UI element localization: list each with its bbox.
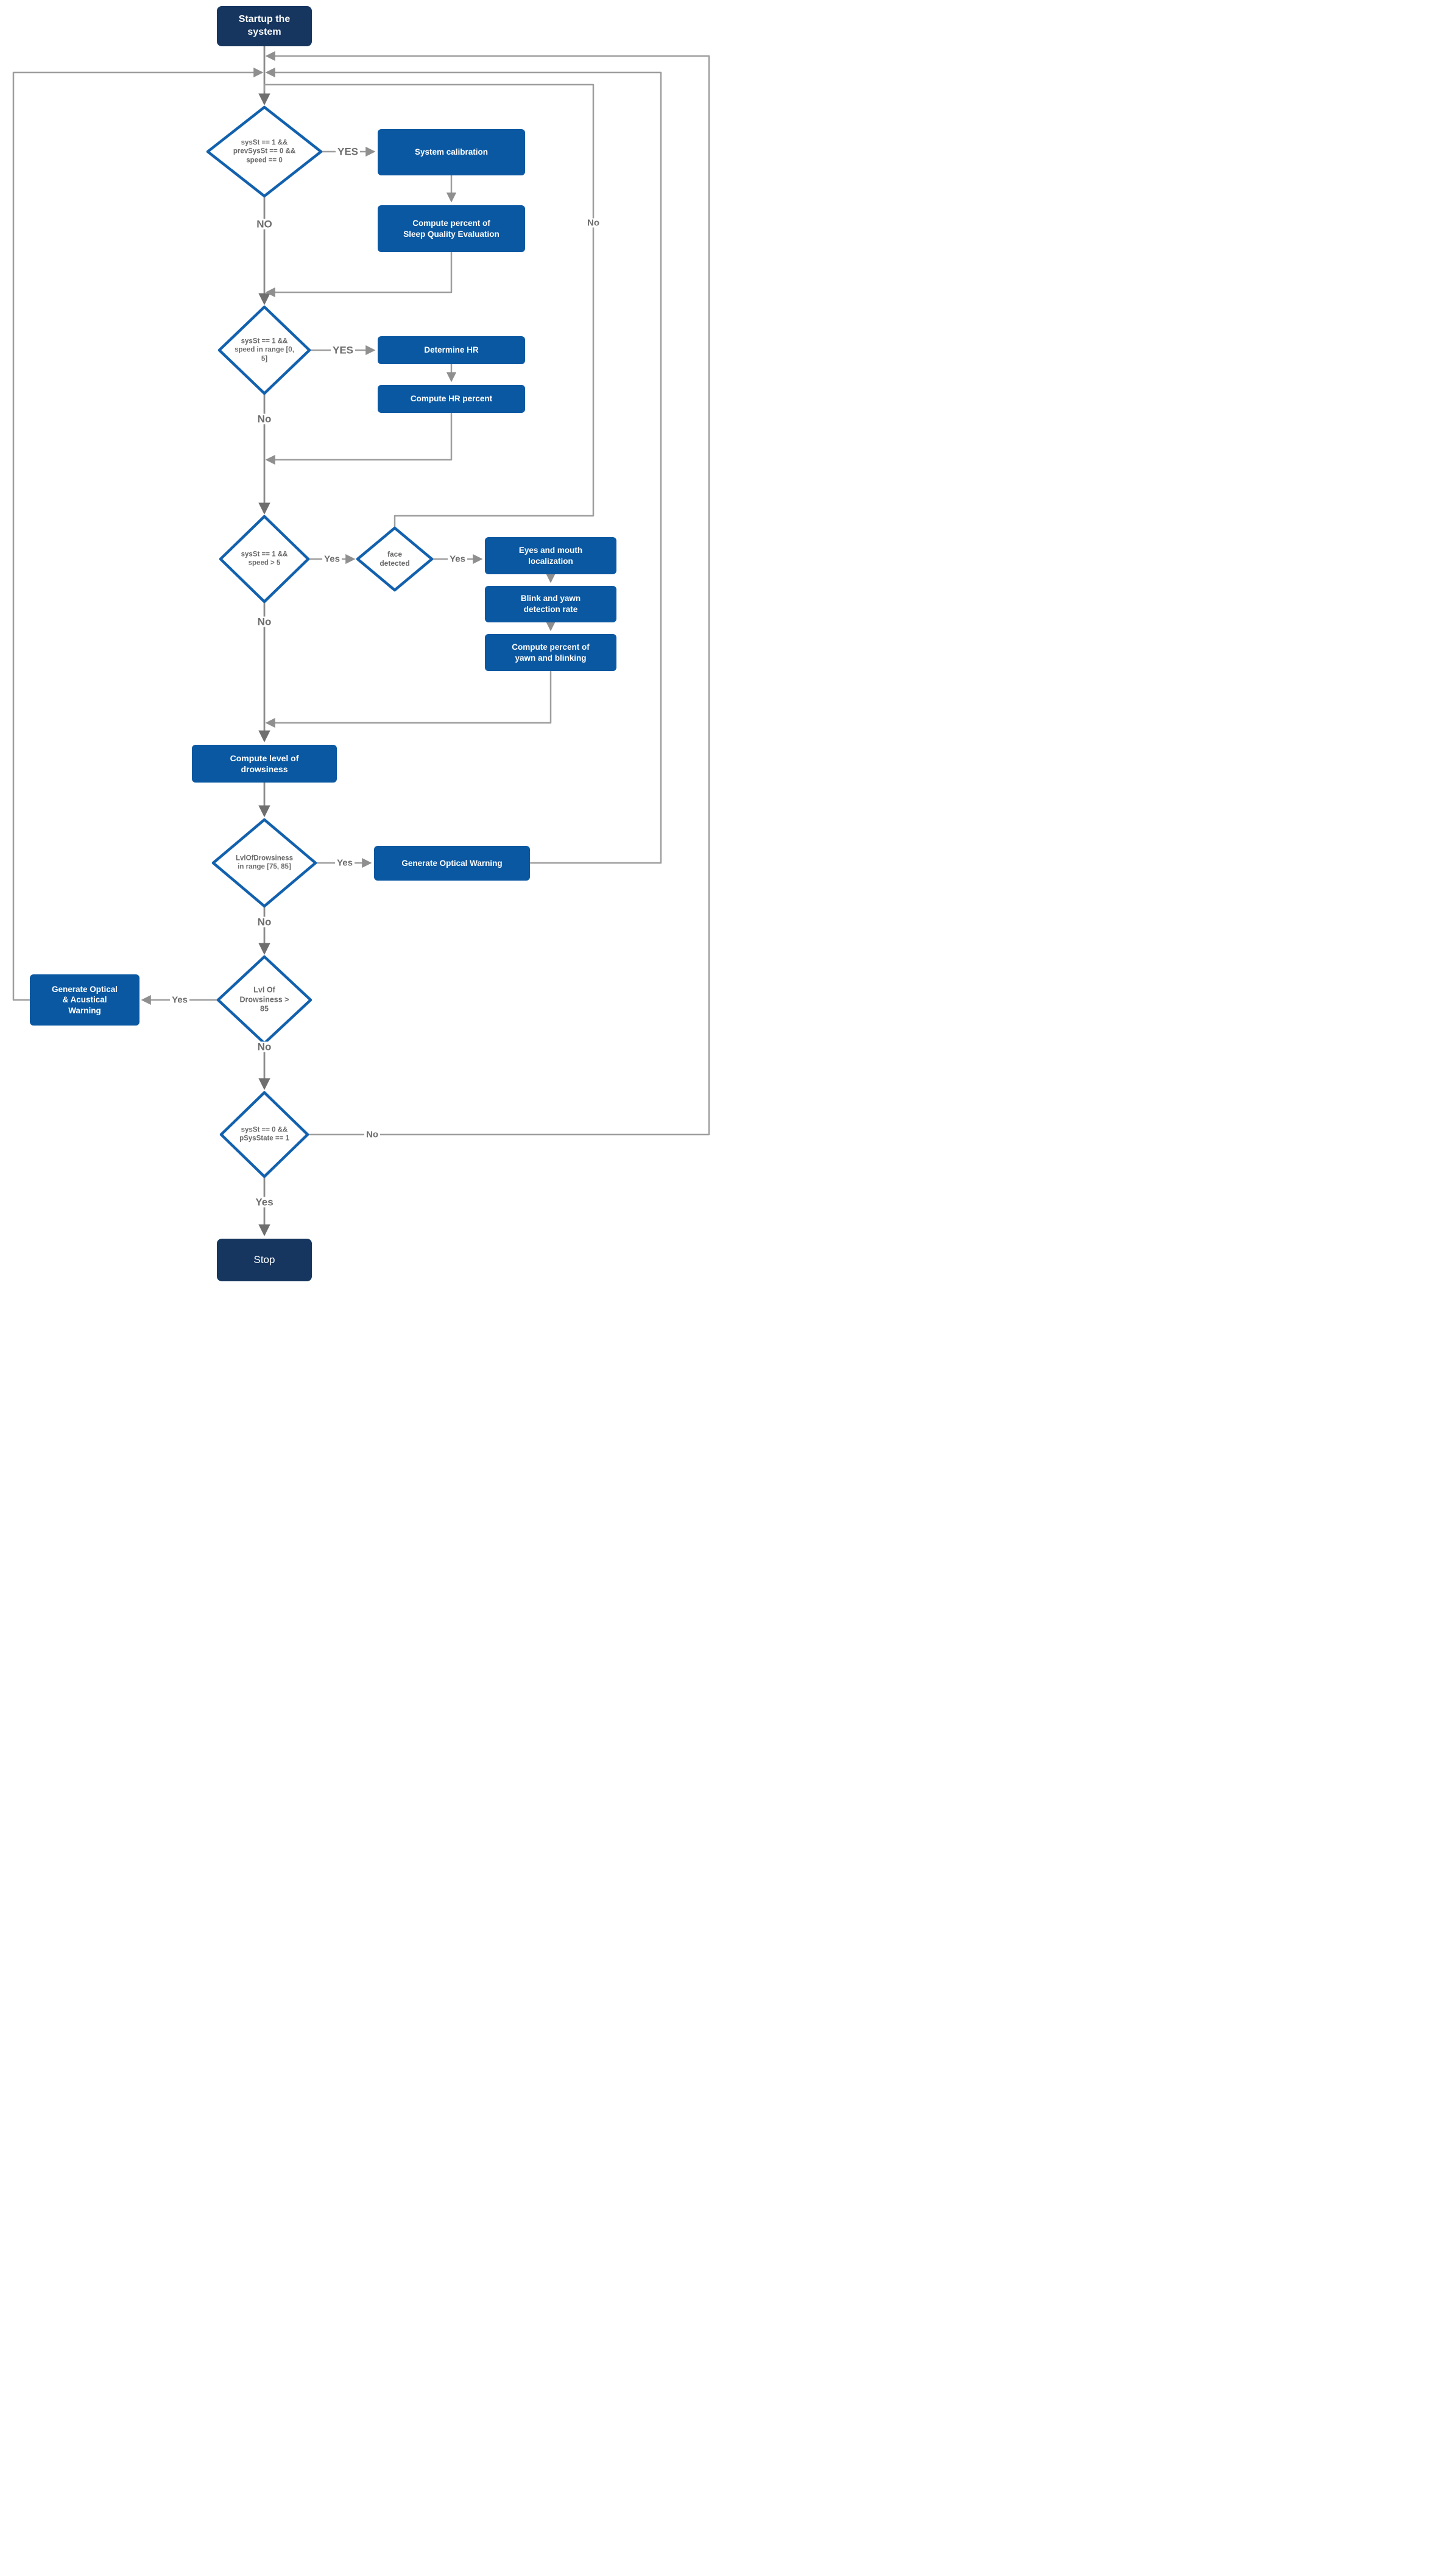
edge-label-range-no: No bbox=[255, 917, 274, 927]
startup-node: Startup the system bbox=[217, 6, 312, 46]
edge-yawn-percent-merge bbox=[265, 671, 552, 728]
edge-label-high-no: No bbox=[255, 1041, 274, 1052]
decision-face-detected-shape bbox=[356, 526, 434, 592]
flowchart-canvas: Startup the system System calibration Co… bbox=[0, 0, 720, 1288]
process-blink-yawn-rate: Blink and yawn detection rate bbox=[485, 586, 616, 622]
decision-drowsiness-high-label: Lvl Of Drowsiness > 85 bbox=[239, 985, 289, 1013]
edge-sleep-quality-merge bbox=[265, 252, 453, 298]
edge-face-no-feedback bbox=[263, 83, 595, 528]
decision-calibration-condition-label: sysSt == 1 && prevSysSt == 0 && speed ==… bbox=[233, 139, 296, 164]
decision-hr-condition-label: sysSt == 1 && speed in range [0, 5] bbox=[235, 337, 294, 363]
edge-shutdown-no-feedback bbox=[265, 51, 710, 1136]
edge-label-high-yes: Yes bbox=[170, 995, 189, 1005]
decision-shutdown-condition-shape bbox=[219, 1091, 309, 1178]
decision-driving-condition-shape bbox=[219, 515, 310, 604]
edge-label-hr-yes: YES bbox=[330, 345, 356, 356]
process-eyes-mouth-localization: Eyes and mouth localization bbox=[485, 537, 616, 574]
process-drowsiness-level: Compute level of drowsiness bbox=[192, 745, 337, 783]
edge-label-face-yes: Yes bbox=[448, 554, 467, 564]
edge-label-driving-no: No bbox=[255, 616, 274, 627]
decision-drowsiness-range-label: LvlOfDrowsiness in range [75, 85] bbox=[236, 854, 293, 871]
edge-label-hr-no: No bbox=[255, 413, 274, 424]
process-optical-warning: Generate Optical Warning bbox=[374, 846, 530, 881]
process-sleep-quality-percent: Compute percent of Sleep Quality Evaluat… bbox=[378, 205, 525, 252]
decision-calibration-condition-shape bbox=[206, 105, 323, 198]
process-yawn-blink-percent: Compute percent of yawn and blinking bbox=[485, 634, 616, 671]
process-determine-hr: Determine HR bbox=[378, 336, 525, 364]
stop-node: Stop bbox=[217, 1239, 312, 1281]
edge-acoustical-warning-feedback bbox=[12, 67, 264, 1001]
edge-label-driving-yes: Yes bbox=[322, 554, 342, 564]
process-system-calibration: System calibration bbox=[378, 129, 525, 175]
process-optical-acoustical-warning: Generate Optical & Acustical Warning bbox=[30, 974, 139, 1026]
edge-label-range-yes: Yes bbox=[335, 858, 355, 868]
connector-layer bbox=[12, 46, 710, 1236]
decision-drowsiness-range-shape bbox=[211, 818, 317, 908]
process-hr-percent: Compute HR percent bbox=[378, 385, 525, 413]
edge-hr-percent-merge bbox=[265, 413, 453, 465]
decision-face-detected-label: face detected bbox=[379, 550, 410, 568]
edge-label-calibration-yes: YES bbox=[335, 146, 361, 157]
edge-label-shutdown-yes: Yes bbox=[253, 1197, 275, 1208]
edge-label-calibration-no: NO bbox=[255, 219, 274, 230]
edge-label-face-no: No bbox=[585, 218, 601, 228]
edge-label-shutdown-no: No bbox=[364, 1130, 380, 1139]
decision-hr-condition-shape bbox=[217, 305, 311, 395]
edge-optical-warning-feedback bbox=[265, 67, 662, 864]
decision-shutdown-condition-label: sysSt == 0 && pSysState == 1 bbox=[239, 1126, 289, 1142]
decision-driving-condition-label: sysSt == 1 && speed > 5 bbox=[241, 551, 288, 567]
